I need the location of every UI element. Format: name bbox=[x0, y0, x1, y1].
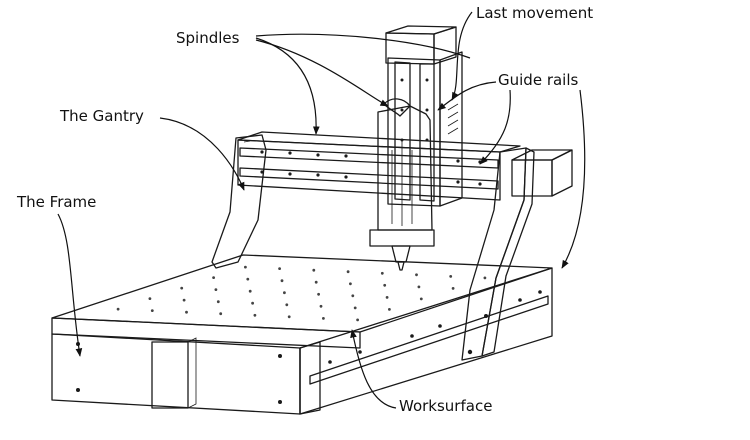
table-hole bbox=[219, 312, 223, 316]
table-hole bbox=[356, 318, 359, 322]
z-axis-column bbox=[387, 51, 463, 207]
table-hole bbox=[353, 306, 357, 310]
table-hole bbox=[322, 317, 325, 320]
table-hole bbox=[214, 288, 218, 291]
label-last-movement: Last movement bbox=[476, 4, 594, 22]
worksurface-top bbox=[51, 254, 553, 349]
gantry-left-plate bbox=[211, 134, 267, 269]
z-stepper-motor bbox=[385, 25, 457, 65]
table-hole bbox=[182, 298, 186, 302]
table-hole bbox=[280, 279, 284, 283]
table-hole bbox=[285, 303, 289, 307]
y-stepper-box bbox=[511, 149, 573, 197]
label-frame: The Frame bbox=[17, 193, 97, 211]
table-hole bbox=[244, 265, 247, 269]
table-hole bbox=[483, 276, 487, 280]
table-hole bbox=[415, 273, 418, 277]
label-guide-rails: Guide rails bbox=[498, 71, 579, 89]
table-hole bbox=[346, 270, 350, 274]
table-hole bbox=[253, 313, 257, 317]
spindle-motor bbox=[369, 98, 435, 271]
label-worksurface: Worksurface bbox=[399, 397, 493, 415]
table-hole bbox=[349, 282, 352, 286]
table-hole bbox=[278, 267, 281, 270]
table-hole bbox=[185, 310, 188, 314]
table-hole bbox=[449, 275, 453, 278]
table-hole bbox=[283, 291, 286, 295]
table-hole bbox=[248, 289, 252, 293]
table-hole bbox=[116, 307, 120, 311]
table-hole bbox=[150, 309, 154, 312]
table-hole bbox=[246, 277, 250, 281]
table-hole bbox=[351, 294, 355, 298]
table-hole bbox=[287, 315, 291, 319]
table-hole bbox=[417, 285, 421, 289]
gantry-beam bbox=[237, 131, 521, 201]
beam-bolts bbox=[260, 150, 482, 186]
table-hole bbox=[251, 301, 255, 305]
table-hole bbox=[380, 271, 384, 275]
table-hole bbox=[312, 268, 316, 272]
table-hole bbox=[419, 297, 423, 301]
table-hole bbox=[317, 292, 320, 296]
table-hole bbox=[319, 304, 323, 308]
table-hole bbox=[314, 280, 318, 284]
table-hole bbox=[216, 300, 220, 304]
table-hole bbox=[383, 283, 387, 287]
frame-side-rail bbox=[299, 267, 553, 415]
leader-lines bbox=[57, 11, 586, 409]
table-hole bbox=[451, 287, 455, 290]
table-holes bbox=[116, 265, 487, 322]
frame-front bbox=[51, 333, 321, 415]
label-spindles: Spindles bbox=[176, 29, 240, 47]
table-hole bbox=[388, 308, 391, 311]
table-hole bbox=[148, 297, 152, 300]
table-hole bbox=[180, 286, 184, 290]
table-hole bbox=[212, 276, 216, 279]
table-hole bbox=[385, 296, 389, 299]
label-gantry: The Gantry bbox=[60, 107, 144, 125]
